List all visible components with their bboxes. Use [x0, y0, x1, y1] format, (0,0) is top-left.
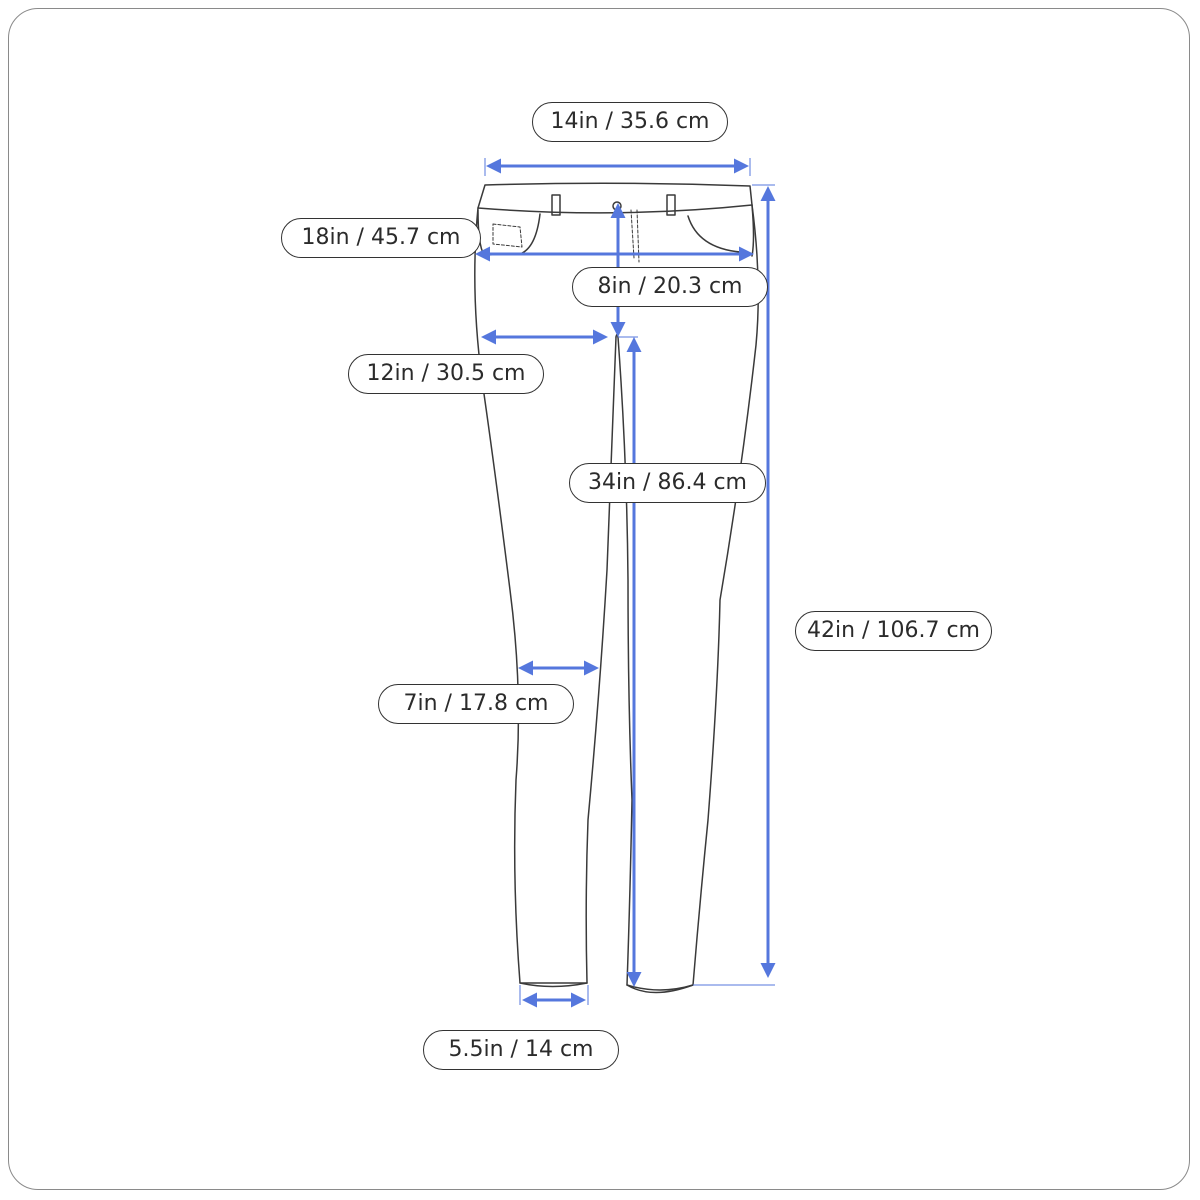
waistband [477, 182, 753, 214]
label-hip-width: 18in / 45.7 cm [281, 218, 481, 258]
label-thigh-width: 12in / 30.5 cm [348, 354, 544, 394]
label-front-rise: 8in / 20.3 cm [572, 267, 768, 307]
hem-left [519, 982, 588, 988]
label-outseam: 42in / 106.7 cm [795, 611, 992, 651]
coin-pocket [492, 223, 523, 248]
pocket-left [477, 209, 541, 256]
label-inseam: 34in / 86.4 cm [569, 463, 766, 503]
pocket-right [687, 204, 755, 257]
crotch-seam [615, 333, 619, 338]
left-leg [474, 207, 617, 984]
card-frame [8, 8, 1190, 1190]
label-leg-opening: 5.5in / 14 cm [423, 1030, 619, 1070]
label-waist-width: 14in / 35.6 cm [532, 102, 728, 142]
guide-lines [484, 158, 775, 1005]
belt-loop-left [551, 194, 561, 216]
label-knee-width: 7in / 17.8 cm [378, 684, 574, 724]
belt-loop-right [666, 194, 676, 216]
right-leg [617, 204, 759, 994]
